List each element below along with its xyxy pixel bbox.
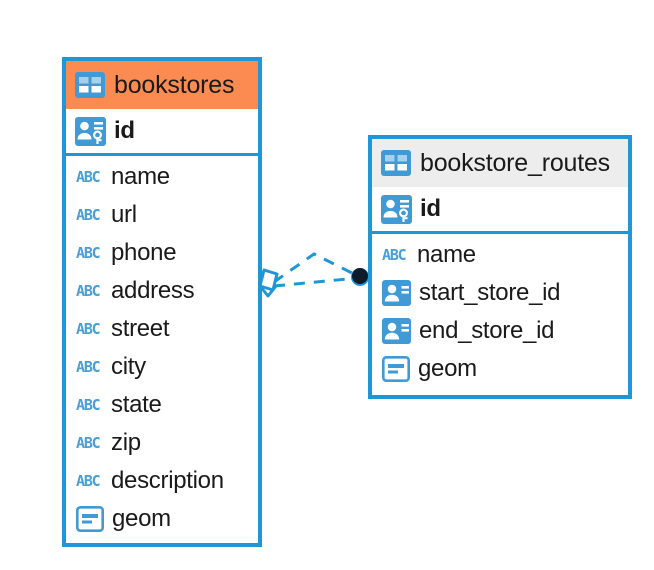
foreign-key-icon — [382, 318, 411, 344]
column-list-bookstore-routes: ABC name start_store_id — [372, 234, 628, 388]
column-label: start_store_id — [419, 279, 561, 306]
column-label: zip — [111, 429, 141, 456]
relationship-connector[interactable] — [252, 236, 376, 308]
primary-key-icon — [75, 116, 106, 146]
column-list-bookstores: ABC name ABC url ABC p — [66, 156, 258, 538]
text-type-icon: ABC — [76, 434, 103, 452]
column-label: geom — [112, 505, 171, 532]
entity-bookstore-routes[interactable]: bookstore_routes id — [368, 135, 632, 399]
text-type-icon: ABC — [76, 358, 103, 376]
foreign-key-icon — [382, 280, 411, 306]
column-row-name[interactable]: ABC name — [372, 236, 628, 274]
column-label: name — [111, 163, 170, 190]
svg-text:ABC: ABC — [382, 246, 406, 264]
entity-header-bookstores[interactable]: bookstores — [66, 61, 258, 109]
entity-header-bookstore-routes[interactable]: bookstore_routes — [372, 139, 628, 187]
svg-text:ABC: ABC — [76, 320, 100, 338]
svg-text:ABC: ABC — [76, 206, 100, 224]
column-label: geom — [418, 355, 477, 382]
column-row-url[interactable]: ABC url — [66, 196, 258, 234]
svg-text:ABC: ABC — [76, 472, 100, 490]
svg-text:ABC: ABC — [76, 282, 100, 300]
text-type-icon: ABC — [76, 244, 103, 262]
column-row-description[interactable]: ABC description — [66, 462, 258, 500]
text-type-icon: ABC — [76, 282, 103, 300]
column-row-geom[interactable]: geom — [66, 500, 258, 538]
entity-bookstores[interactable]: bookstores id — [62, 57, 262, 547]
column-label: city — [111, 353, 146, 380]
table-icon — [75, 72, 105, 98]
diamond-endpoint — [258, 268, 279, 298]
text-type-icon: ABC — [76, 206, 103, 224]
geometry-type-icon — [382, 356, 410, 382]
primary-key-icon — [381, 194, 412, 224]
column-label: name — [417, 241, 476, 268]
geometry-type-icon — [76, 506, 104, 532]
column-label: state — [111, 391, 162, 418]
column-row-address[interactable]: ABC address — [66, 272, 258, 310]
relationship-line-lower — [273, 276, 359, 288]
svg-text:ABC: ABC — [76, 434, 100, 452]
column-label: phone — [111, 239, 177, 266]
column-row-street[interactable]: ABC street — [66, 310, 258, 348]
column-row-geom[interactable]: geom — [372, 350, 628, 388]
column-row-zip[interactable]: ABC zip — [66, 424, 258, 462]
text-type-icon: ABC — [76, 320, 103, 338]
column-row-name[interactable]: ABC name — [66, 158, 258, 196]
column-label: description — [111, 467, 224, 494]
text-type-icon: ABC — [76, 396, 103, 414]
column-row-end-store-id[interactable]: end_store_id — [372, 312, 628, 350]
column-row-primary-key[interactable]: id — [372, 187, 628, 234]
column-row-phone[interactable]: ABC phone — [66, 234, 258, 272]
svg-text:ABC: ABC — [76, 168, 100, 186]
text-type-icon: ABC — [382, 246, 409, 264]
filled-circle-endpoint — [351, 268, 369, 286]
column-label: url — [111, 201, 137, 228]
entity-title: bookstore_routes — [420, 148, 610, 177]
column-label-id: id — [420, 195, 441, 222]
svg-text:ABC: ABC — [76, 396, 100, 414]
column-row-primary-key[interactable]: id — [66, 109, 258, 156]
column-label: end_store_id — [419, 317, 555, 344]
svg-text:ABC: ABC — [76, 244, 100, 262]
column-label-id: id — [114, 117, 135, 144]
text-type-icon: ABC — [76, 472, 103, 490]
column-label: street — [111, 315, 170, 342]
relationship-line-upper — [273, 252, 359, 284]
column-row-start-store-id[interactable]: start_store_id — [372, 274, 628, 312]
column-row-city[interactable]: ABC city — [66, 348, 258, 386]
table-icon — [381, 150, 411, 176]
svg-text:ABC: ABC — [76, 358, 100, 376]
entity-title: bookstores — [114, 70, 235, 99]
column-row-state[interactable]: ABC state — [66, 386, 258, 424]
text-type-icon: ABC — [76, 168, 103, 186]
column-label: address — [111, 277, 195, 304]
